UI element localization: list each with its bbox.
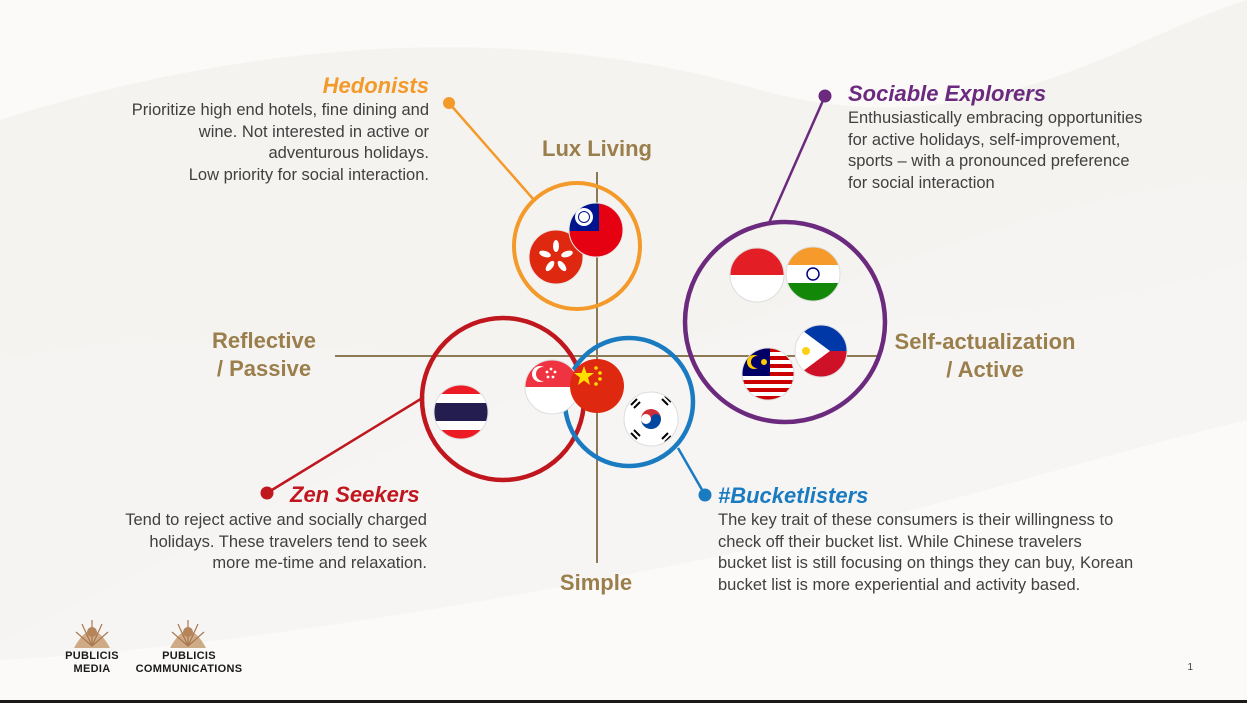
bucket-connector	[676, 447, 707, 496]
sociable-explorers-description: Enthusiastically embracing opportunities…	[848, 108, 1142, 194]
hedonists-line: adventurous holidays.	[268, 144, 429, 162]
hedonists-line: Prioritize high end hotels, fine dining …	[131, 101, 429, 119]
bucketlisters-line: bucket list is more experiential and act…	[718, 575, 1081, 594]
bottom-rule	[0, 700, 1247, 703]
hedonists-description: Prioritize high end hotels, fine dining …	[132, 100, 429, 186]
logo-word: MEDIA	[73, 663, 111, 675]
hedonists-title: Hedonists	[322, 73, 429, 98]
bucketlisters-line: bucket list is still focusing on things …	[718, 554, 1134, 572]
malaysia-flag-icon	[742, 348, 794, 400]
zen-dot	[260, 486, 274, 500]
axis-label-right-line2: / Active	[946, 357, 1024, 382]
south-korea-flag-icon	[624, 392, 678, 446]
zen-seekers-title: Zen Seekers	[290, 482, 420, 507]
publicis-media-emblem-icon	[74, 620, 110, 648]
page-number: 1	[1187, 662, 1193, 673]
zen-seekers-description: Tend to reject active and socially charg…	[125, 510, 427, 575]
hedonists-line: wine. Not interested in active or	[198, 122, 429, 141]
logo-word: PUBLICIS	[65, 650, 119, 662]
sociable-explorers-line: for active holidays, self-improvement,	[848, 130, 1121, 149]
thailand-flag-icon	[434, 385, 488, 439]
bucketlisters-line: check off their bucket list. While Chine…	[718, 532, 1082, 551]
hedonists-circle	[512, 181, 642, 311]
hedonists-connector	[448, 102, 535, 201]
india-flag-icon	[786, 247, 840, 301]
zen-seekers-line: Tend to reject active and socially charg…	[125, 511, 427, 529]
hedonists-line: Low priority for social interaction.	[188, 165, 429, 184]
bucket-dot	[698, 488, 712, 502]
bucketlisters-line: The key trait of these consumers is thei…	[718, 511, 1114, 529]
axis-label-right: Self-actualization / Active	[876, 328, 1094, 384]
logo-word: PUBLICIS	[162, 650, 216, 662]
axis-label-bottom: Simple	[559, 570, 633, 595]
sociable-explorers-line: for social interaction	[848, 173, 995, 192]
explorers-connector	[767, 95, 827, 224]
zen-seekers-line: more me-time and relaxation.	[212, 554, 427, 572]
zen-connector	[266, 395, 425, 495]
axis-label-right-line1: Self-actualization	[894, 329, 1076, 354]
sociable-explorers-line: Enthusiastically embracing opportunities	[848, 109, 1143, 127]
bucketlisters-description: The key trait of these consumers is thei…	[718, 510, 1133, 596]
axis-label-top: Lux Living	[542, 136, 652, 161]
explorers-dot	[818, 89, 832, 103]
hedonists-dot	[443, 97, 455, 109]
axis-label-left: Reflective / Passive	[186, 327, 342, 383]
publicis-media-logo: PUBLICIS MEDIA	[52, 650, 132, 676]
logo-word: COMMUNICATIONS	[135, 663, 243, 675]
zen-seekers-line: holidays. These travelers tend to seek	[149, 532, 427, 551]
sociable-explorers-line: sports – with a pronounced preference	[848, 152, 1130, 170]
publicis-communications-logo: PUBLICIS COMMUNICATIONS	[122, 650, 256, 676]
explorers-circle	[682, 219, 888, 425]
publicis-communications-emblem-icon	[170, 620, 206, 648]
china-flag-icon	[570, 359, 624, 413]
axis-label-left-line2: / Passive	[216, 356, 312, 381]
axis-label-left-line1: Reflective	[212, 328, 316, 353]
sociable-explorers-title: Sociable Explorers	[848, 81, 1047, 106]
bucketlisters-title: #Bucketlisters	[718, 483, 869, 508]
